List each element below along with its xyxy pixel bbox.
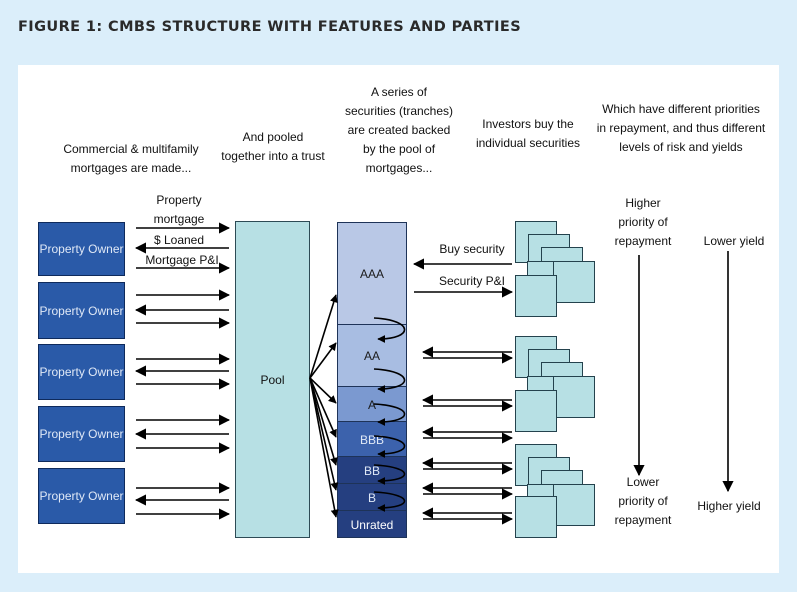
figure-title: FIGURE 1: CMBS STRUCTURE WITH FEATURES A…	[18, 19, 522, 35]
security-certificate	[515, 390, 557, 432]
security-certificate	[553, 261, 595, 303]
tranche-unrated: Unrated	[338, 510, 406, 537]
label-lower-priority: Lower priority of repayment	[614, 475, 672, 527]
diagram-panel: Commercial & multifamily mortgages are m…	[18, 65, 779, 573]
property-owner-box: Property Owner	[38, 468, 125, 524]
caption-investors: Investors buy the individual securities	[475, 117, 581, 150]
caption-series: A series of securities (tranches) are cr…	[344, 85, 454, 175]
caption-mortgages: Commercial & multifamily mortgages are m…	[63, 142, 199, 175]
label-mortgage-pi: Mortgage P&I	[145, 253, 219, 267]
security-certificate	[515, 275, 557, 317]
tranche-a: A	[338, 386, 406, 422]
security-certificate	[553, 376, 595, 418]
label-loaned: $ Loaned	[153, 233, 205, 247]
security-certificate	[553, 484, 595, 526]
label-buy-security: Buy security	[439, 242, 505, 256]
property-owner-box: Property Owner	[38, 282, 125, 339]
tranche-aaa: AAA	[338, 223, 406, 324]
caption-priorities: Which have different priorities in repay…	[596, 102, 766, 154]
pool-box: Pool	[235, 221, 310, 538]
label-higher-yield: Higher yield	[697, 499, 761, 513]
label-lower-yield: Lower yield	[703, 234, 765, 248]
tranche-aa: AA	[338, 324, 406, 387]
property-owner-box: Property Owner	[38, 406, 125, 462]
flow-arrows	[134, 222, 734, 525]
label-property-mortgage: Property mortgage	[153, 193, 205, 226]
property-owner-box: Property Owner	[38, 344, 125, 400]
caption-pooled: And pooled together into a trust	[221, 130, 325, 163]
security-certificate	[515, 496, 557, 538]
property-owner-box: Property Owner	[38, 222, 125, 276]
label-security-pi: Security P&I	[438, 274, 506, 288]
label-higher-priority: Higher priority of repayment	[614, 196, 672, 248]
